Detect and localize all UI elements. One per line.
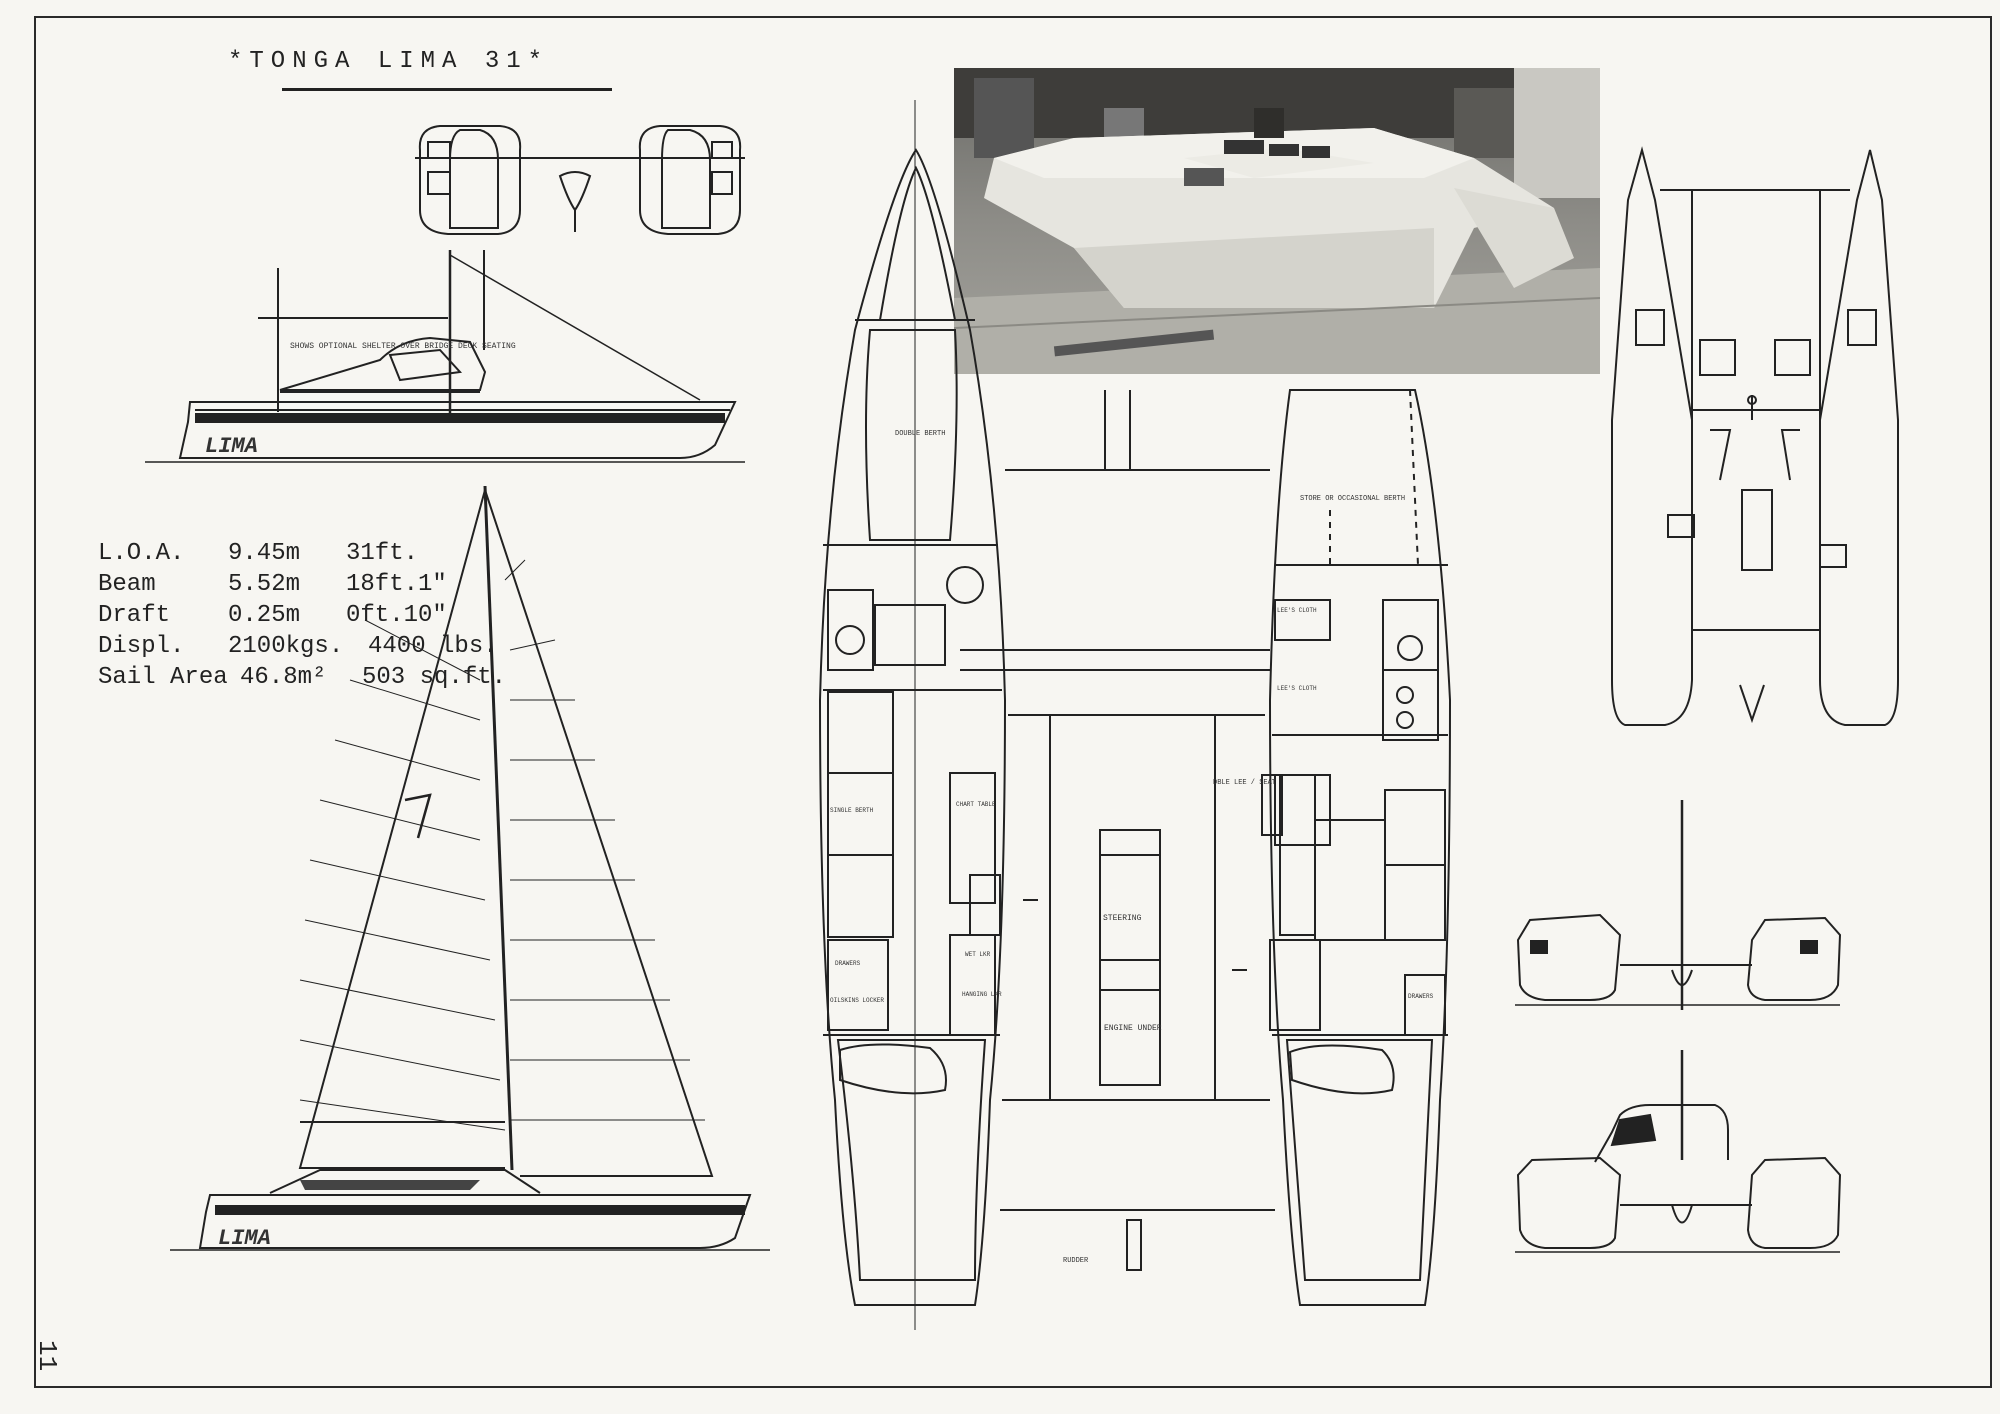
label-drawers-port: DRAWERS <box>835 960 861 967</box>
spec-imperial: 0ft.10" <box>346 602 447 629</box>
hull-name-profile: LIMA <box>205 434 258 459</box>
spec-label: Beam <box>98 571 156 598</box>
spec-imperial: 4400 lbs. <box>368 633 498 660</box>
spec-metric: 9.45m <box>228 540 301 567</box>
construction-photo-image <box>954 68 1600 374</box>
spec-label: L.O.A. <box>98 540 185 567</box>
deck-plan-view <box>1611 146 1899 726</box>
hull-name-sailplan: LIMA <box>218 1226 271 1251</box>
label-drawers-stbd: DRAWERS <box>1408 993 1434 1000</box>
spec-label: Displ. <box>98 633 185 660</box>
bow-elevation-right <box>1515 800 1842 1010</box>
spec-metric: 46.8m² <box>240 664 327 691</box>
label-chart-table: CHART TABLE <box>956 801 996 808</box>
label-wet-locker: WET LKR <box>965 951 991 958</box>
title-underline <box>282 88 612 91</box>
page-title: *TONGA LIMA 31* <box>228 48 550 75</box>
accommodation-plan-port-hull <box>818 100 1007 1330</box>
bow-elevation-shelter <box>1515 1050 1842 1253</box>
spec-label: Sail Area <box>98 664 228 691</box>
profile-view-shelter <box>145 250 745 463</box>
label-double-berth-port: DOUBLE BERTH <box>895 430 945 438</box>
label-hanging-locker: HANGING LKR <box>962 991 1002 998</box>
label-store-berth: STORE OR OCCASIONAL BERTH <box>1300 495 1405 503</box>
label-lee-cloth-1: LEE'S CLOTH <box>1277 607 1317 614</box>
specifications-table: L.O.A. 9.45m 31ft. Beam 5.52m 18ft.1" Dr… <box>98 538 506 693</box>
spec-metric: 5.52m <box>228 571 301 598</box>
spec-row-draft: Draft 0.25m 0ft.10" <box>98 600 506 631</box>
bridge-deck-plan <box>960 390 1275 1271</box>
spec-row-loa: L.O.A. 9.45m 31ft. <box>98 538 506 569</box>
construction-photo <box>954 68 1600 374</box>
label-single-berth: SINGLE BERTH <box>830 807 874 814</box>
spec-row-beam: Beam 5.52m 18ft.1" <box>98 569 506 600</box>
bow-elevation-top <box>415 125 745 235</box>
label-oilskins-locker: OILSKINS LOCKER <box>830 997 884 1004</box>
spec-imperial: 31ft. <box>346 540 419 567</box>
spec-row-displ: Displ. 2100kgs. 4400 lbs. <box>98 631 506 662</box>
page-frame <box>34 16 1992 1388</box>
spec-metric: 2100kgs. <box>228 633 344 660</box>
label-rudder: RUDDER <box>1063 1257 1089 1265</box>
sail-plan-view <box>170 485 770 1251</box>
spec-metric: 0.25m <box>228 602 301 629</box>
label-steering: STEERING <box>1103 914 1142 923</box>
spec-imperial: 18ft.1" <box>346 571 447 598</box>
spec-label: Draft <box>98 602 171 629</box>
label-lee-cloth-2: LEE'S CLOTH <box>1277 685 1317 692</box>
accommodation-plan-starboard-hull <box>1261 389 1452 1306</box>
label-engine-under: ENGINE UNDER <box>1104 1024 1162 1033</box>
profile-note: SHOWS OPTIONAL SHELTER OVER BRIDGE DECK … <box>290 342 516 351</box>
label-dble-lee-seat: DBLE LEE / SEAT <box>1213 779 1276 787</box>
